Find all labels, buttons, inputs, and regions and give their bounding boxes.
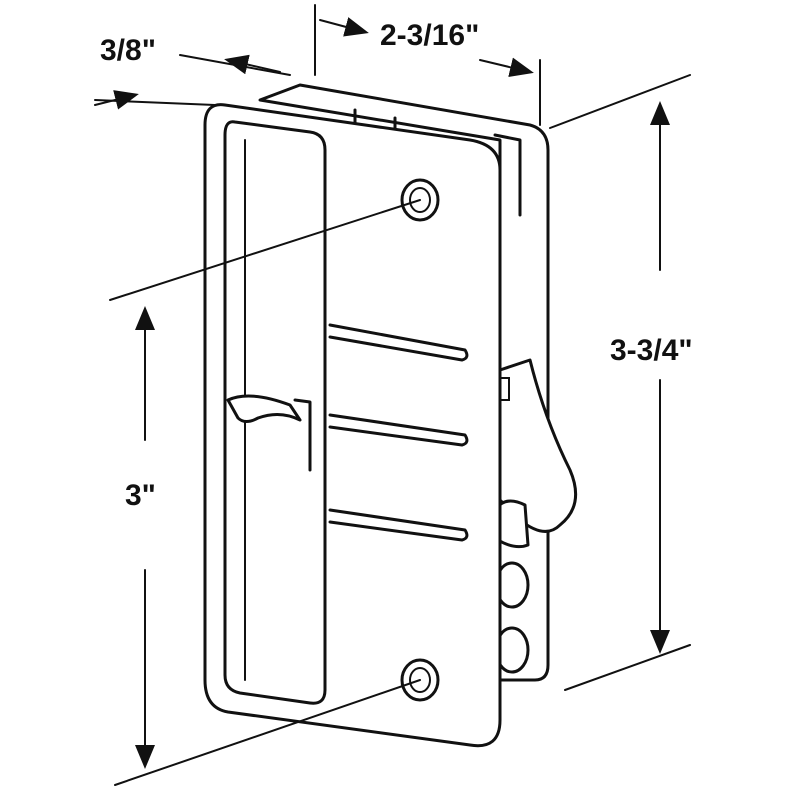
width-label: 2-3/16" [380, 19, 479, 52]
lock-lever [226, 394, 302, 423]
front-plate [203, 103, 502, 748]
top-screw-hole [400, 178, 440, 222]
dimension-depth: 3/8" [94, 34, 291, 110]
height-label: 3-3/4" [610, 334, 693, 367]
hole-spacing-label: 3" [125, 479, 156, 512]
bottom-screw-hole [400, 658, 440, 702]
dimension-width: 2-3/16" [314, 4, 541, 126]
dimension-height: 3-3/4" [549, 74, 693, 691]
depth-label: 3/8" [100, 34, 156, 67]
dimension-hole-spacing: 3" [109, 199, 421, 786]
latch-mechanism [493, 358, 578, 674]
